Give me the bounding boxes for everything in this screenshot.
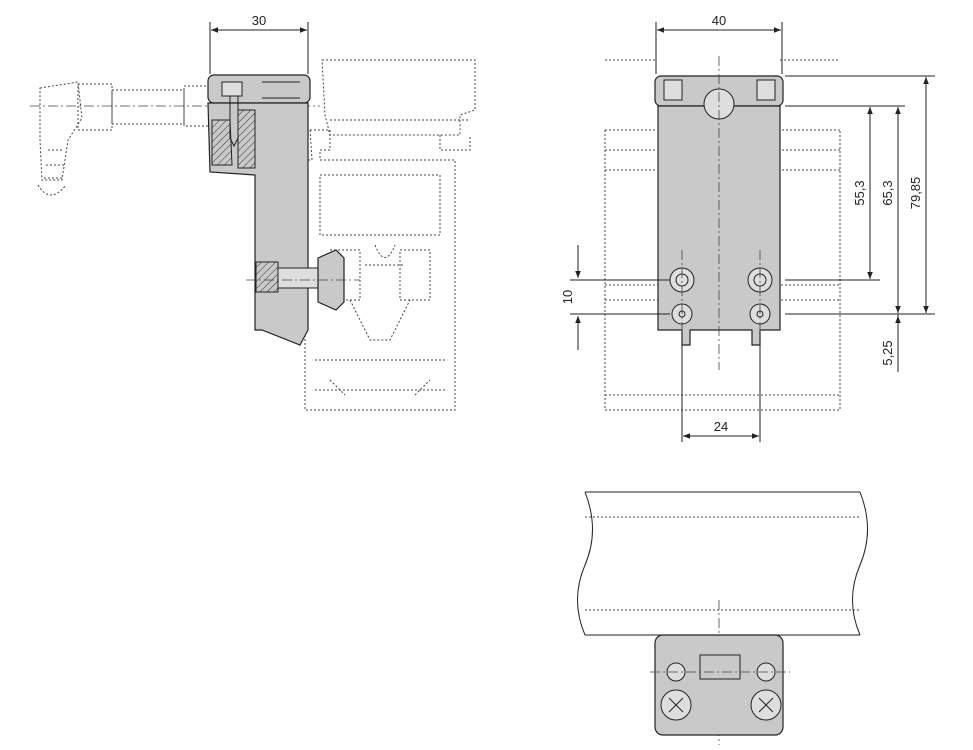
- sensor-body-side: [207, 74, 345, 346]
- dimension-24: 24: [681, 340, 761, 442]
- aluminium-profile: [304, 59, 476, 411]
- dim-65-3-label: 65,3: [880, 180, 895, 205]
- dim-79-85-label: 79,85: [908, 177, 923, 210]
- dimension-30: 30: [209, 13, 309, 74]
- front-view: 40 55,3 65,3 79,85 5,25 10: [560, 13, 935, 442]
- dim-10-label: 10: [560, 290, 575, 304]
- dim-5-25-label: 5,25: [880, 340, 895, 365]
- height-dimensions: 55,3 65,3 79,85 5,25: [785, 75, 935, 372]
- dim-24-label: 24: [714, 419, 728, 434]
- top-view: [577, 491, 868, 745]
- sensor-body-top: [654, 634, 784, 736]
- dim-55-3-label: 55,3: [852, 180, 867, 205]
- front-width-label: 40: [712, 13, 726, 28]
- side-width-label: 30: [252, 13, 266, 28]
- dimension-40: 40: [655, 13, 783, 74]
- dimension-10: 10: [560, 245, 670, 350]
- angled-connector: [37, 81, 213, 196]
- side-view: 30: [30, 13, 476, 411]
